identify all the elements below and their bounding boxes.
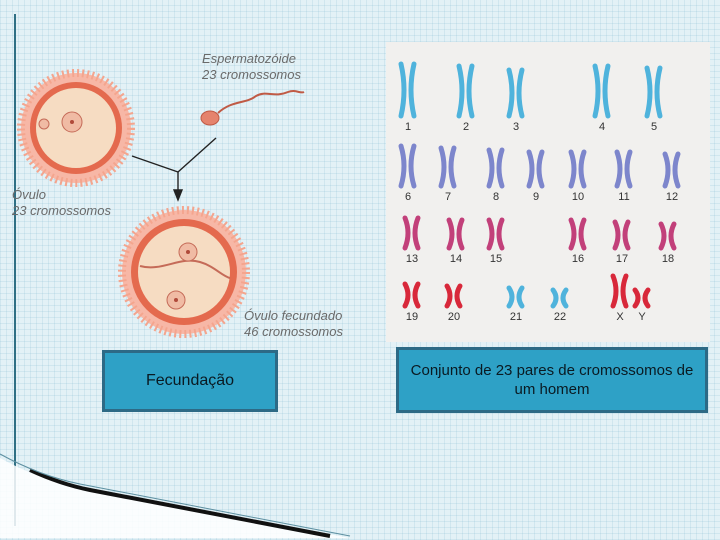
chromosome-2: [456, 63, 475, 119]
chromosome-label: 12: [666, 191, 678, 203]
chromosome-label: 20: [448, 311, 460, 323]
chromosome-shapes: [398, 61, 681, 309]
chromosome-10: [568, 149, 587, 189]
chromosome-label: 2: [463, 121, 469, 133]
fertilization-caption: Fecundação: [102, 350, 278, 412]
zygote-illustration: [118, 206, 250, 338]
chromosome-label: X: [616, 311, 624, 323]
fertilization-diagram: [17, 69, 305, 338]
chromosome-13: [402, 215, 421, 251]
chromosome-14: [446, 217, 465, 251]
chromosome-label: 18: [662, 253, 674, 265]
chromosome-label: 14: [450, 253, 462, 265]
chromosome-12: [662, 151, 681, 189]
chromosome-5: [644, 65, 663, 119]
chromosome-label: 1: [405, 121, 411, 133]
chromosome-6: [398, 143, 417, 189]
chromosome-label: 11: [618, 191, 629, 203]
zygote-title: Óvulo fecundado: [244, 308, 343, 323]
ovum-title: Óvulo: [12, 187, 46, 202]
chromosome-label: 9: [533, 191, 539, 203]
chromosome-label: 3: [513, 121, 519, 133]
sperm-illustration: [200, 90, 305, 126]
chromosome-X: [610, 273, 629, 309]
chromosome-label: 13: [406, 253, 418, 265]
chromosome-19: [402, 281, 421, 309]
chromosome-label: 22: [554, 311, 566, 323]
chromosome-label: 19: [406, 311, 418, 323]
chromosome-9: [526, 149, 545, 189]
chromosome-label: 5: [651, 121, 657, 133]
chromosome-label: 6: [405, 191, 411, 203]
chromosome-label: Y: [638, 311, 646, 323]
chromosome-8: [486, 147, 505, 189]
chromosome-11: [614, 149, 633, 189]
slide-frame: [14, 14, 706, 526]
sperm-title: Espermatozóide: [202, 51, 296, 66]
chromosome-label: 16: [572, 253, 584, 265]
karyotype-caption: Conjunto de 23 pares de cromossomos de u…: [396, 347, 708, 413]
chromosome-21: [506, 285, 525, 309]
chromosome-1: [398, 61, 417, 119]
chromosome-20: [444, 283, 463, 309]
chromosome-22: [550, 287, 569, 309]
chromosome-7: [438, 145, 457, 189]
chromosome-17: [612, 219, 631, 251]
chromosome-15: [486, 217, 505, 251]
chromosome-18: [658, 221, 677, 251]
chromosome-label: 15: [490, 253, 502, 265]
chromosome-Y: [632, 287, 651, 309]
chromosome-4: [592, 63, 611, 119]
ovum-illustration: [17, 69, 135, 187]
chromosome-label: 8: [493, 191, 499, 203]
corner-decoration: [0, 453, 351, 538]
chromosome-label: 7: [445, 191, 451, 203]
chromosome-label: 17: [616, 253, 628, 265]
ovum-chromosome-count: 23 cromossomos: [12, 203, 111, 218]
chromosome-3: [506, 67, 525, 119]
chromosome-16: [568, 217, 587, 251]
chromosome-label: 4: [599, 121, 605, 133]
sperm-chromosome-count: 23 cromossomos: [202, 67, 301, 82]
chromosome-label: 10: [572, 191, 584, 203]
chromosome-label: 21: [510, 311, 522, 323]
fusion-arrows: [131, 137, 217, 202]
zygote-chromosome-count: 46 cromossomos: [244, 324, 343, 339]
